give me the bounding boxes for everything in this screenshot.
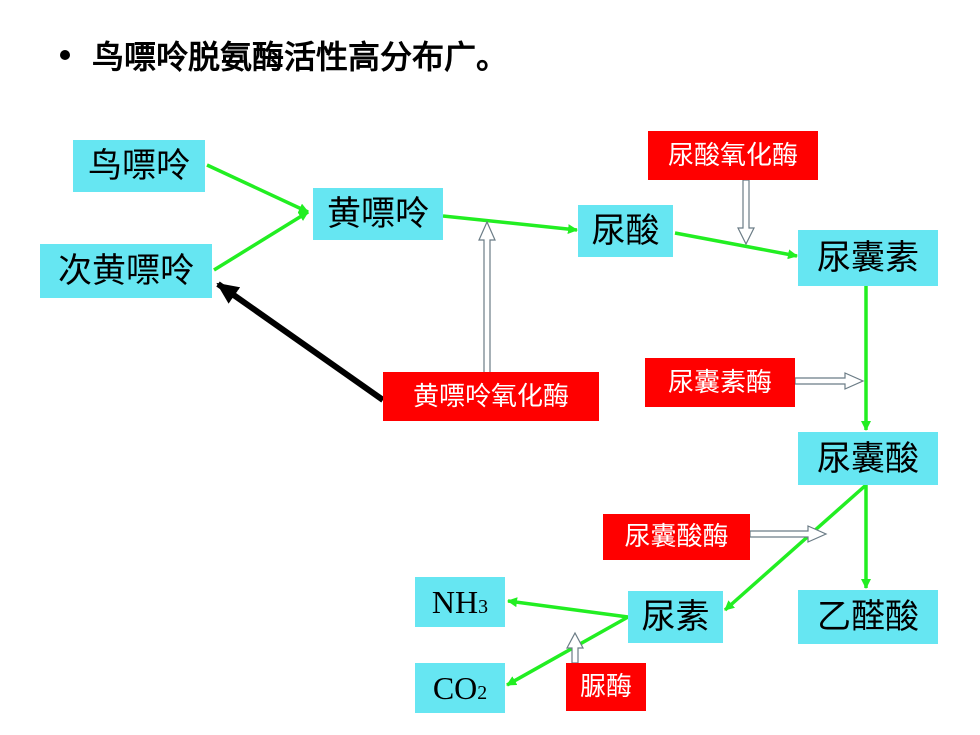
bullet-dot [60, 50, 70, 60]
arrow-urea-nh3 [507, 597, 629, 619]
enzyme-arrow-allantoinase [794, 372, 865, 390]
arrow-hypoxanthine-xanthine [213, 210, 309, 272]
enzyme-allantoinase: 尿囊素酶 [645, 358, 795, 407]
node-uric-acid: 尿酸 [578, 205, 673, 257]
enzyme-xanthine-oxidase: 黄嘌呤氧化酶 [383, 372, 599, 421]
node-urea: 尿素 [628, 591, 723, 643]
node-allantoic-acid: 尿囊酸 [798, 432, 938, 485]
node-guanine: 鸟嘌呤 [73, 140, 205, 192]
arrow-guanine-xanthine [206, 163, 309, 214]
arrow-urea-co2 [506, 615, 629, 687]
enzyme-arrow-xanthine-oxidase [478, 220, 496, 376]
bullet-text: 鸟嘌呤脱氨酶活性高分布广。 [92, 38, 509, 76]
bullet-item: 鸟嘌呤脱氨酶活性高分布广。 [60, 30, 508, 80]
node-xanthine: 黄嘌呤 [313, 188, 443, 240]
enzyme-urease: 脲酶 [566, 663, 646, 711]
enzyme-arrow-allantoicase [749, 525, 828, 543]
enzyme-urate-oxidase: 尿酸氧化酶 [648, 131, 818, 180]
arrow-uricacid-allantoin [674, 231, 798, 260]
node-hypoxanthine: 次黄嘌呤 [40, 244, 212, 298]
arrow-xanthineoxidase-hypoxanthine [216, 281, 385, 403]
enzyme-arrow-urate-oxidase [737, 179, 755, 246]
arrow-xanthine-uricacid [442, 214, 578, 235]
enzyme-arrow-urease [566, 631, 584, 664]
node-allantoin: 尿囊素 [798, 230, 938, 286]
node-glyoxylic-acid: 乙醛酸 [798, 590, 938, 644]
enzyme-allantoicase: 尿囊酸酶 [603, 514, 750, 560]
arrow-allantoicacid-urea [723, 483, 868, 612]
